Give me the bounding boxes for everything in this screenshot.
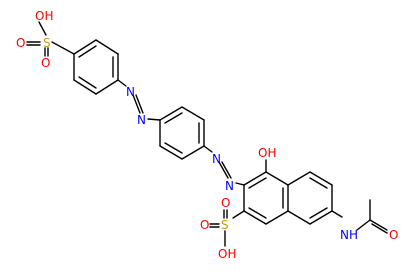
azo2-n1-label: N: [212, 152, 221, 166]
so3h-top-o1-label: O: [16, 36, 25, 50]
azo1-n2-label: N: [137, 113, 146, 127]
acetamido-group: NH O: [331, 199, 398, 242]
azo-linkage-1: N N: [117, 79, 161, 127]
so3h-top-oh-label: OH: [35, 9, 53, 23]
naphthalene-ring-left: [243, 171, 289, 225]
so3h-bottom-s-label: S: [221, 218, 229, 232]
azo2-n2-label: N: [225, 179, 234, 193]
acetyl-o-label: O: [389, 228, 398, 242]
so3h-top-o2-label: O: [41, 56, 50, 70]
so3h-bottom-o2-label: O: [200, 218, 209, 232]
so3h-bottom-oh-label: OH: [218, 247, 236, 261]
sulfonic-acid-top: OH S O O: [16, 9, 75, 70]
benzene-ring-middle: [159, 106, 205, 160]
hydroxyl-group: OH: [258, 146, 276, 173]
benzene-ring-top: [73, 39, 119, 95]
azo1-n1-label: N: [126, 85, 135, 99]
azo-linkage-2: N N: [203, 145, 245, 193]
oh-label: OH: [258, 146, 276, 160]
so3h-bottom-o1-label: O: [221, 196, 230, 210]
so3h-top-s-label: S: [43, 36, 51, 50]
naphthalene-ring-right: [287, 171, 333, 225]
sulfonic-acid-bottom: S O O OH: [200, 196, 245, 261]
nh-label: NH: [340, 228, 358, 242]
